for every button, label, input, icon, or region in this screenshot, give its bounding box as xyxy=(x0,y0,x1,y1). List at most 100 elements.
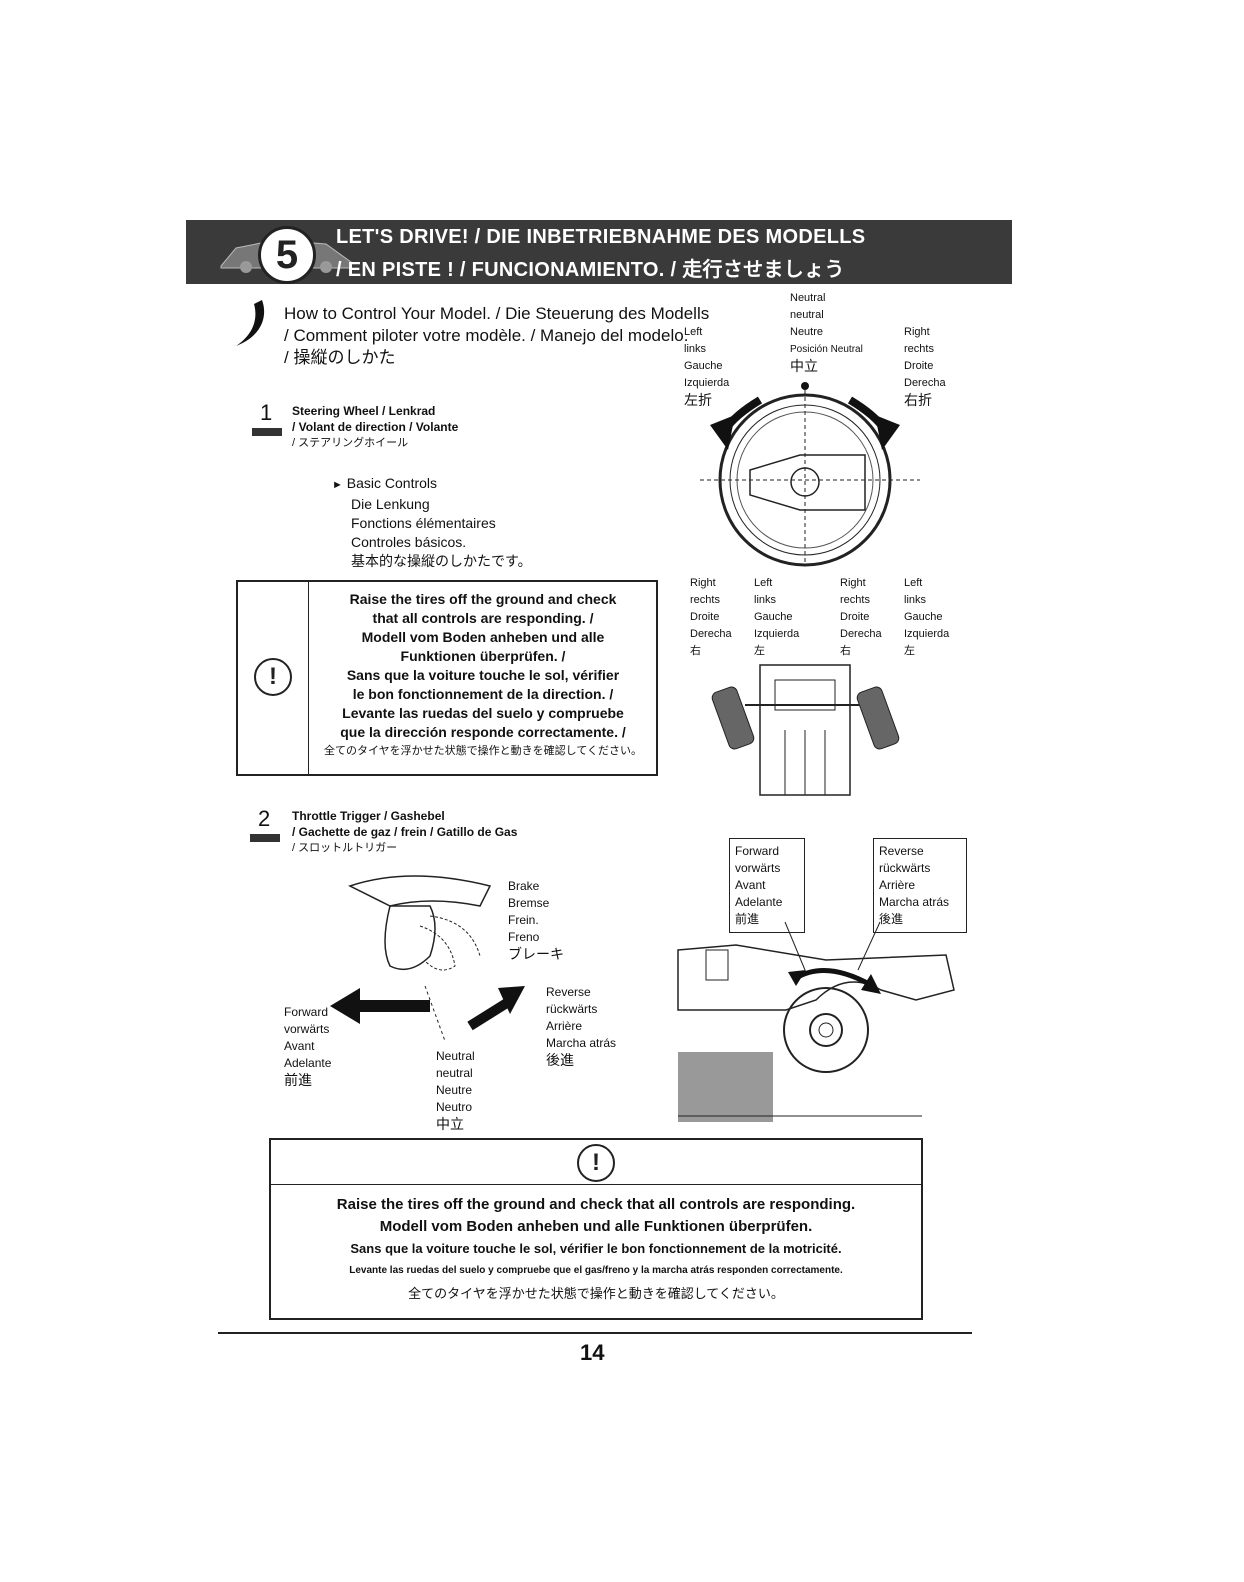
label-line: Gauche xyxy=(904,611,943,623)
label-line: Left xyxy=(904,577,923,589)
warning-box-throttle: ! Raise the tires off the ground and che… xyxy=(269,1138,923,1320)
label-line: 後進 xyxy=(546,1052,574,1068)
neutral-dot-icon xyxy=(801,382,809,390)
step-2-number: 2 xyxy=(258,806,271,831)
label-line: 中立 xyxy=(790,358,818,374)
rear-wheel-icon xyxy=(783,987,869,1073)
wheel-left-label: Left links Gauche Izquierda 左折 xyxy=(684,324,729,409)
warning-line: Modell vom Boden anheben und alle Funkti… xyxy=(379,1218,813,1235)
label-line: neutral xyxy=(436,1066,473,1080)
warning-line: le bon fonctionnement de la direction. / xyxy=(352,686,614,702)
chassis-label-left-1: Left links Gauche Izquierda 左 xyxy=(754,575,799,660)
turn-left-arrow-icon xyxy=(710,396,763,450)
warning-text: Raise the tires off the ground and check… xyxy=(310,590,656,761)
warning-line: Sans que la voiture touche le sol, vérif… xyxy=(346,667,620,683)
basic-controls-line: Die Lenkung xyxy=(351,496,430,512)
chassis-label-left-2: Left links Gauche Izquierda 左 xyxy=(904,575,949,660)
wheel-neutral-label: Neutral neutral Neutre Posición Neutral … xyxy=(790,290,863,375)
label-line: rückwärts xyxy=(546,1002,598,1016)
forward-label: Forward vorwärts Avant Adelante 前進 xyxy=(284,1004,331,1089)
label-line: Izquierda xyxy=(754,628,800,640)
section-title: How to Control Your Model. / Die Steueru… xyxy=(284,303,709,369)
step-1-title-line: Steering Wheel / Lenkrad xyxy=(292,404,436,418)
label-line: Posición Neutral xyxy=(790,344,863,355)
label-line: 右折 xyxy=(904,392,932,408)
label-line: rechts xyxy=(840,594,870,606)
warning-line: Raise the tires off the ground and check xyxy=(349,591,617,607)
label-line: Adelante xyxy=(735,895,783,909)
forward-callout: Forward vorwärts Avant Adelante 前進 xyxy=(729,838,805,933)
label-line: Reverse xyxy=(879,844,924,858)
label-line: Neutral xyxy=(436,1049,475,1063)
basic-controls-line: Basic Controls xyxy=(346,475,438,491)
label-line: Forward xyxy=(735,844,780,858)
label-line: Left xyxy=(754,577,773,589)
page-number: 14 xyxy=(580,1340,605,1365)
step-1-title: Steering Wheel / Lenkrad / Volant de dir… xyxy=(292,403,458,452)
brake-label: Brake Bremse Frein. Freno ブレーキ xyxy=(508,878,564,963)
label-line: 右 xyxy=(840,645,851,657)
label-line: Izquierda xyxy=(904,628,950,640)
transmitter-hand-icon xyxy=(348,875,492,971)
warning-line-jp: 全てのタイヤを浮かせた状態で操作と動きを確認してください。 xyxy=(323,745,642,757)
step-1-number: 1 xyxy=(260,400,273,425)
label-line: Gauche xyxy=(684,360,723,372)
basic-controls-line: Fonctions élémentaires xyxy=(351,515,496,531)
step-2-title-line: / スロットルトリガー xyxy=(292,842,398,854)
label-line: Neutro xyxy=(436,1100,473,1114)
label-line: Neutre xyxy=(436,1083,473,1097)
wheel-right-label: Right rechts Droite Derecha 右折 xyxy=(904,324,946,409)
header-line-2: / EN PISTE ! / FUNCIONAMIENTO. / 走行させましょ… xyxy=(336,259,845,281)
reverse-callout: Reverse rückwärts Arrière Marcha atrás 後… xyxy=(873,838,967,933)
support-stand-icon xyxy=(678,1052,773,1122)
label-line: 左 xyxy=(754,645,765,657)
steering-wheel-icon xyxy=(700,390,920,567)
label-line: Freno xyxy=(508,930,540,944)
warning-line: Levante las ruedas del suelo y compruebe xyxy=(342,705,624,721)
label-line: Derecha xyxy=(690,628,732,640)
label-line: links xyxy=(754,594,777,606)
step-2-title-line: Throttle Trigger / Gashebel xyxy=(292,809,445,823)
step-2-title-line: / Gachette de gaz / frein / Gatillo de G… xyxy=(292,825,518,839)
callout-pointers xyxy=(784,921,881,971)
label-line: Arrière xyxy=(879,878,916,892)
warning-box-steering: ! Raise the tires off the ground and che… xyxy=(236,580,658,776)
car-wheel-diagram xyxy=(677,944,955,1122)
label-line: 中立 xyxy=(436,1116,464,1132)
chassis-label-right-1: Right rechts Droite Derecha 右 xyxy=(690,575,732,660)
label-line: Derecha xyxy=(840,628,882,640)
pointer-arrow-icon xyxy=(236,300,265,346)
label-line: Left xyxy=(684,326,703,338)
label-line: Right xyxy=(690,577,716,589)
warning-line: Modell vom Boden anheben und alle xyxy=(361,629,605,645)
label-line: neutral xyxy=(790,309,824,321)
section-title-line: How to Control Your Model. / Die Steueru… xyxy=(284,304,710,323)
section-header: 5 LET'S DRIVE! / DIE INBETRIEBNAHME DES … xyxy=(186,220,1012,284)
step-1-title-line: / ステアリングホイール xyxy=(292,437,409,449)
step-marker xyxy=(252,428,282,436)
label-line: Frein. xyxy=(508,913,539,927)
warning-line: 全てのタイヤを浮かせた状態で操作と動きを確認してください。 xyxy=(408,1286,784,1301)
label-line: links xyxy=(684,343,707,355)
label-line: Izquierda xyxy=(684,377,730,389)
label-line: Brake xyxy=(508,879,540,893)
reverse-arrow-icon xyxy=(467,986,525,1031)
label-line: Avant xyxy=(735,878,766,892)
step-1-title-line: / Volant de direction / Volante xyxy=(292,420,459,434)
section-title-line: / Comment piloter votre modèle. / Manejo… xyxy=(284,326,689,345)
warning-line: Raise the tires off the ground and check… xyxy=(336,1196,856,1213)
label-line: rückwärts xyxy=(879,861,931,875)
step-2-title: Throttle Trigger / Gashebel / Gachette d… xyxy=(292,808,517,857)
warning-icon-cell: ! xyxy=(238,582,309,774)
front-wheel-right-icon xyxy=(856,686,900,750)
warning-line: que la dirección responde correctamente.… xyxy=(340,724,626,740)
basic-controls-line: 基本的な操縦のしかたです。 xyxy=(351,553,532,569)
label-line: Neutre xyxy=(790,326,824,338)
front-wheel-left-icon xyxy=(711,686,755,750)
label-line: 後進 xyxy=(879,912,904,926)
reverse-label: Reverse rückwärts Arrière Marcha atrás 後… xyxy=(546,984,616,1069)
label-line: Droite xyxy=(840,611,870,623)
label-line: vorwärts xyxy=(284,1022,330,1036)
warning-line: Levante las ruedas del suelo y compruebe… xyxy=(349,1265,843,1276)
chassis-icon xyxy=(745,664,865,796)
